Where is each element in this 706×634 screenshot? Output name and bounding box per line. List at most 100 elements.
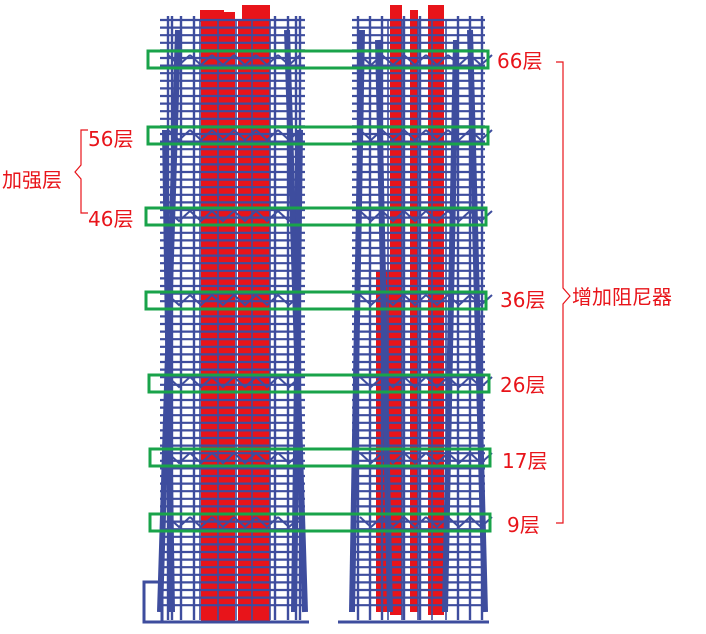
- left-tower: [142, 5, 309, 624]
- truss-brace: [189, 294, 213, 307]
- truss-brace: [447, 376, 471, 389]
- truss-brace: [381, 54, 405, 67]
- truss-brace: [211, 516, 235, 529]
- label-26f: 26层: [500, 373, 545, 397]
- truss-brace: [167, 129, 191, 142]
- highlight-boxes: [144, 49, 492, 533]
- truss-brace: [233, 516, 257, 529]
- truss-brace: [255, 294, 279, 307]
- highlight-box: [146, 125, 490, 146]
- truss-brace: [233, 452, 257, 465]
- podium: [142, 580, 164, 624]
- truss-brace: [469, 210, 493, 223]
- truss-brace: [447, 129, 471, 142]
- highlight-box: [144, 206, 488, 227]
- truss-brace: [359, 452, 383, 465]
- truss-brace: [425, 452, 449, 465]
- truss-brace: [469, 294, 493, 307]
- truss-brace: [381, 294, 405, 307]
- truss-brace: [447, 452, 471, 465]
- truss-brace: [425, 129, 449, 142]
- highlight-box: [148, 447, 492, 468]
- truss-brace: [469, 452, 493, 465]
- truss-brace: [211, 54, 235, 67]
- truss-brace: [167, 516, 191, 529]
- truss-brace: [425, 210, 449, 223]
- label-66f: 66层: [497, 49, 542, 73]
- label-46f: 46层: [88, 207, 133, 231]
- truss-brace: [403, 452, 427, 465]
- truss-brace: [189, 210, 213, 223]
- truss-brace: [403, 294, 427, 307]
- truss-brace: [403, 129, 427, 142]
- truss-brace: [255, 54, 279, 67]
- truss-brace: [447, 54, 471, 67]
- truss-brace: [425, 376, 449, 389]
- truss-brace: [167, 452, 191, 465]
- truss-brace: [425, 294, 449, 307]
- label-9f: 9层: [507, 513, 540, 537]
- truss-brace: [189, 452, 213, 465]
- truss-brace: [211, 452, 235, 465]
- truss-brace: [359, 294, 383, 307]
- truss-brace: [403, 516, 427, 529]
- truss-brace: [359, 210, 383, 223]
- truss-brace: [233, 129, 257, 142]
- truss-brace: [359, 516, 383, 529]
- truss-brace: [189, 376, 213, 389]
- strengthened-bracket: [74, 129, 88, 214]
- right-tower: [338, 5, 493, 624]
- truss-brace: [403, 376, 427, 389]
- truss-brace: [277, 129, 301, 142]
- truss-brace: [167, 294, 191, 307]
- truss-brace: [211, 210, 235, 223]
- truss-brace: [211, 294, 235, 307]
- label-17f: 17层: [502, 449, 547, 473]
- truss-brace: [359, 129, 383, 142]
- truss-brace: [167, 54, 191, 67]
- truss-brace: [255, 516, 279, 529]
- highlight-box: [144, 290, 488, 311]
- truss-brace: [233, 54, 257, 67]
- label-strengthened: 加强层: [2, 168, 62, 192]
- truss-brace: [189, 129, 213, 142]
- label-56f: 56层: [88, 127, 133, 151]
- truss-brace: [381, 452, 405, 465]
- truss-brace: [381, 516, 405, 529]
- truss-brace: [447, 516, 471, 529]
- truss-brace: [381, 376, 405, 389]
- truss-brace: [403, 54, 427, 67]
- truss-brace: [211, 376, 235, 389]
- truss-brace: [233, 376, 257, 389]
- truss-brace: [447, 294, 471, 307]
- truss-brace: [255, 376, 279, 389]
- truss-brace: [277, 294, 301, 307]
- truss-brace: [255, 129, 279, 142]
- truss-brace: [211, 129, 235, 142]
- label-36f: 36层: [500, 288, 545, 312]
- truss-brace: [189, 516, 213, 529]
- truss-brace: [359, 376, 383, 389]
- truss-brace: [167, 210, 191, 223]
- truss-brace: [447, 210, 471, 223]
- truss-brace: [255, 452, 279, 465]
- core-wall: [432, 270, 440, 612]
- truss-brace: [277, 376, 301, 389]
- highlight-box: [148, 512, 492, 533]
- truss-brace: [425, 516, 449, 529]
- truss-brace: [403, 210, 427, 223]
- highlight-box: [146, 49, 490, 70]
- truss-brace: [381, 210, 405, 223]
- truss-brace: [277, 210, 301, 223]
- core-wall: [242, 5, 270, 25]
- truss-brace: [469, 516, 493, 529]
- core-wall: [410, 10, 418, 612]
- truss-brace: [359, 54, 383, 67]
- damper-bracket: [556, 61, 571, 524]
- highlight-box: [147, 373, 491, 394]
- truss-brace: [189, 54, 213, 67]
- truss-brace: [277, 452, 301, 465]
- truss-brace: [233, 294, 257, 307]
- truss-brace: [277, 54, 301, 67]
